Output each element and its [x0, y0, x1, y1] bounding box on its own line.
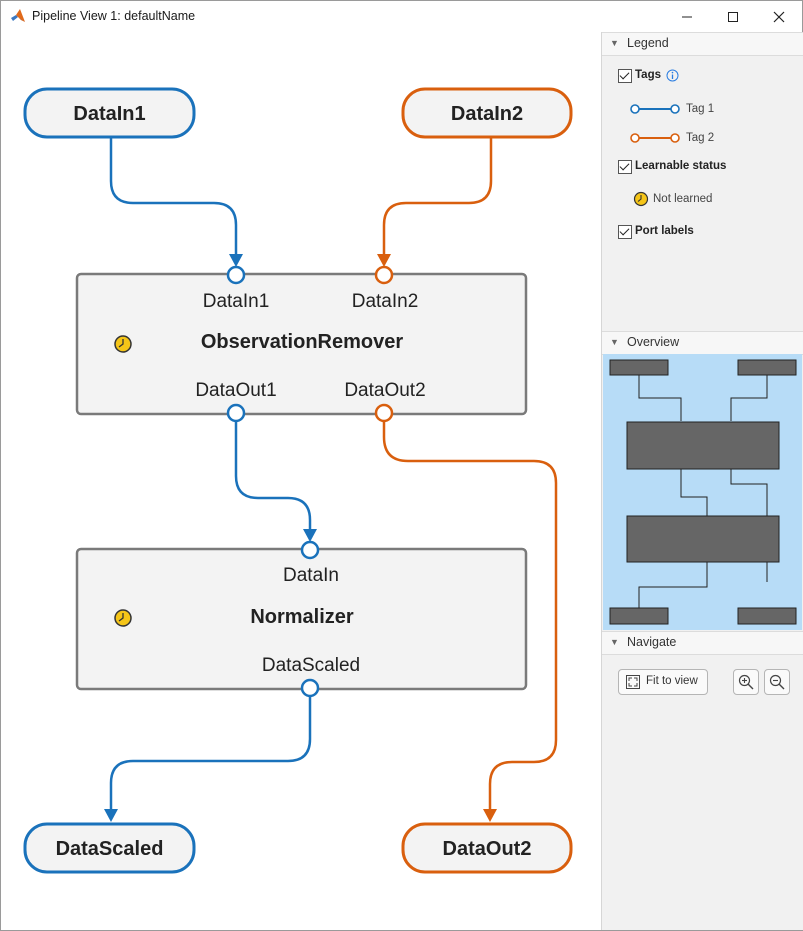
arrow-head: [303, 529, 317, 542]
terminal-label: DataScaled: [56, 838, 164, 860]
fit-to-view-button[interactable]: Fit to view: [618, 669, 708, 695]
learnable-status-label: Learnable status: [635, 160, 727, 172]
edge-dataout2-to-output: [382, 422, 558, 809]
edge-datain2-to-observationremover: [382, 137, 493, 259]
port-labels-checkbox[interactable]: [618, 225, 632, 239]
port-datain1[interactable]: [226, 265, 246, 285]
node-observationremover[interactable]: DataIn1 DataIn2 ObservationRemover DataO…: [75, 272, 528, 416]
maximize-icon: [728, 11, 738, 22]
overview-minimap[interactable]: [603, 354, 802, 630]
matlab-logo-icon: [11, 9, 25, 22]
port-dataout1[interactable]: [226, 403, 246, 423]
not-learned-label: Not learned: [653, 193, 713, 205]
not-learned-icon: [114, 335, 132, 353]
minimize-icon: [682, 16, 692, 17]
port-label-out: DataScaled: [262, 655, 360, 676]
node-title: Normalizer: [250, 606, 354, 628]
close-icon: [773, 11, 785, 22]
edge-normalizer-to-datascaled: [109, 696, 312, 809]
tag1-swatch: [630, 104, 680, 114]
arrow-head: [229, 254, 243, 267]
learnable-status-checkbox[interactable]: [618, 160, 632, 174]
zoom-in-button[interactable]: [733, 669, 759, 695]
terminal-label: DataIn1: [73, 103, 145, 125]
port-datascaled[interactable]: [300, 678, 320, 698]
zoom-in-icon: [738, 674, 754, 690]
arrow-head: [483, 809, 497, 822]
zoom-out-icon: [769, 674, 785, 690]
not-learned-icon: [633, 191, 649, 207]
info-icon[interactable]: [666, 69, 679, 82]
tag2-swatch: [630, 133, 680, 143]
edge-dataout1-to-normalizer: [234, 422, 312, 534]
node-title: ObservationRemover: [201, 331, 404, 353]
terminal-label: DataIn2: [451, 103, 523, 125]
fit-to-view-icon: [626, 675, 640, 689]
terminal-label: DataOut2: [443, 838, 532, 860]
arrow-head: [104, 809, 118, 822]
close-button[interactable]: [756, 1, 802, 32]
port-label-out: DataOut2: [344, 380, 425, 401]
tag2-label: Tag 2: [686, 132, 715, 144]
fit-to-view-label: Fit to view: [646, 675, 698, 687]
navigate-section-header[interactable]: ▼ Navigate: [602, 631, 803, 655]
input-terminal-datain1[interactable]: DataIn1: [23, 87, 196, 139]
overview-section-header[interactable]: ▼ Overview: [602, 331, 803, 355]
port-datain[interactable]: [300, 540, 320, 560]
port-labels-label: Port labels: [635, 225, 694, 237]
tags-checkbox[interactable]: [618, 69, 632, 83]
node-normalizer[interactable]: DataIn Normalizer DataScaled: [75, 547, 528, 691]
legend-section-header[interactable]: ▼ Legend: [602, 32, 803, 56]
port-label-out: DataOut1: [195, 380, 276, 401]
title-bar: Pipeline View 1: defaultName: [1, 1, 802, 32]
maximize-button[interactable]: [710, 1, 756, 32]
window-title: Pipeline View 1: defaultName: [32, 9, 196, 23]
pipeline-diagram: DataIn1 DataIn2 DataIn1 DataIn2 Observat…: [23, 87, 573, 874]
port-label-in: DataIn: [283, 565, 339, 586]
chevron-down-icon: ▼: [610, 38, 619, 48]
port-label-in: DataIn1: [203, 291, 270, 312]
tag1-label: Tag 1: [686, 103, 715, 115]
pipeline-canvas[interactable]: DataIn1 DataIn2 DataIn1 DataIn2 Observat…: [1, 32, 601, 930]
tags-label: Tags: [635, 69, 661, 81]
arrow-head: [377, 254, 391, 267]
chevron-down-icon: ▼: [610, 337, 619, 347]
output-terminal-dataout2[interactable]: DataOut2: [401, 822, 573, 874]
port-dataout2[interactable]: [374, 403, 394, 423]
zoom-out-button[interactable]: [764, 669, 790, 695]
port-datain2[interactable]: [374, 265, 394, 285]
port-label-in: DataIn2: [352, 291, 419, 312]
output-terminal-datascaled[interactable]: DataScaled: [23, 822, 196, 874]
legend-header-label: Legend: [627, 36, 669, 50]
minimize-button[interactable]: [664, 1, 710, 32]
not-learned-icon: [114, 609, 132, 627]
navigate-header-label: Navigate: [627, 635, 677, 649]
input-terminal-datain2[interactable]: DataIn2: [401, 87, 573, 139]
edge-datain1-to-observationremover: [109, 137, 238, 259]
chevron-down-icon: ▼: [610, 637, 619, 647]
overview-header-label: Overview: [627, 335, 680, 349]
side-panel: ▼ Legend Tags Tag 1 Tag 2 Learnable stat…: [601, 32, 803, 930]
